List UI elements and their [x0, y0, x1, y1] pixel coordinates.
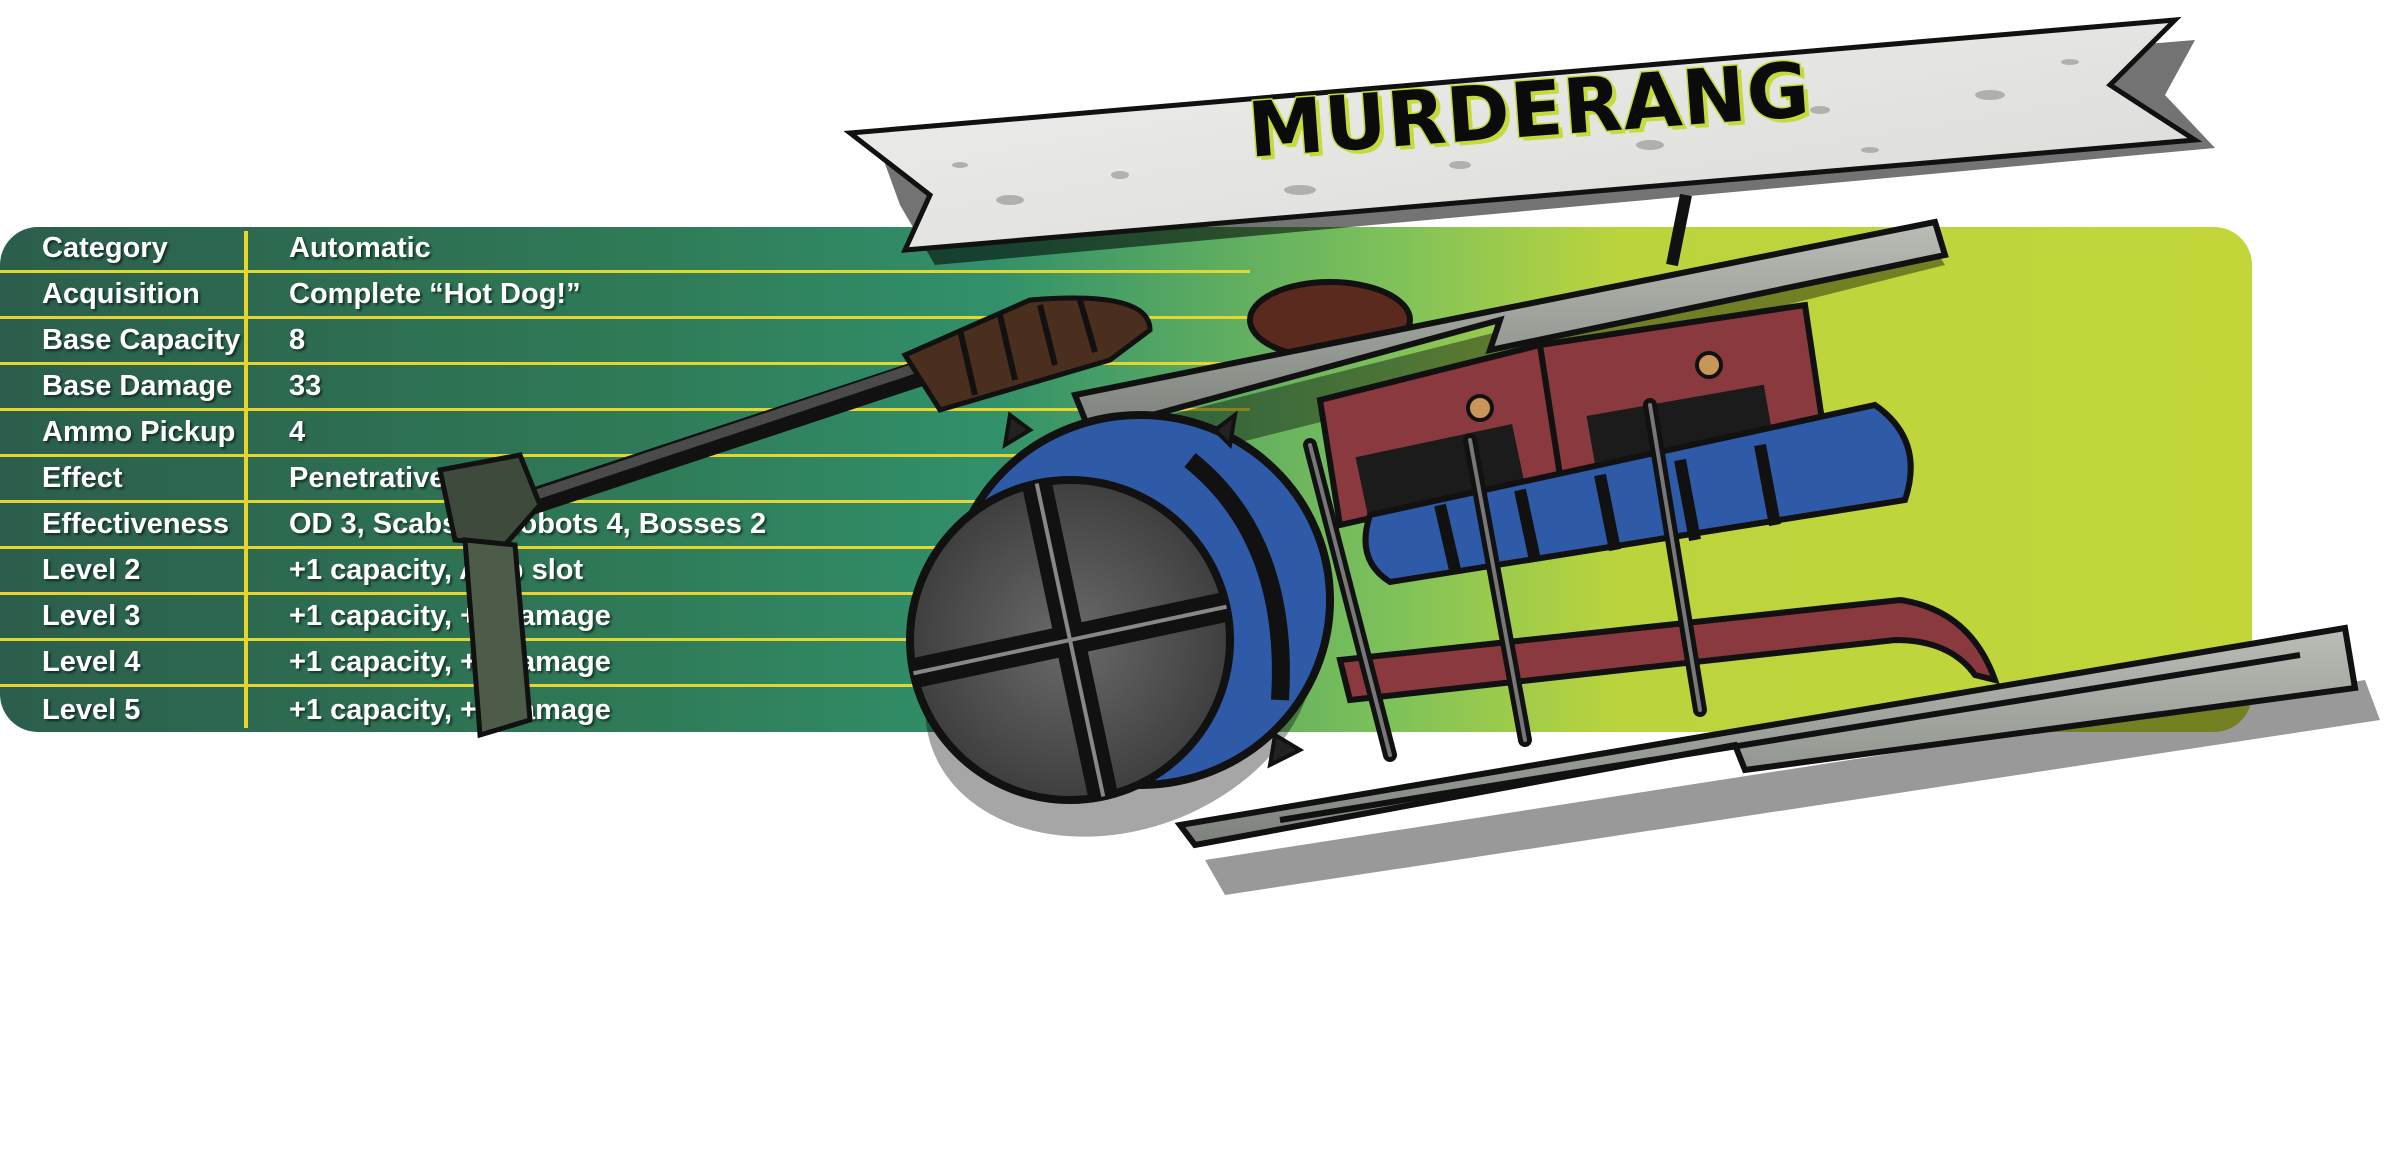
stat-value: +1 capacity, +5 damage: [289, 600, 611, 632]
stat-value: 33: [289, 370, 322, 402]
stat-label: Ammo Pickup: [42, 416, 236, 448]
stat-label: Level 4: [42, 646, 141, 678]
stat-row-effect: Effect Penetrative: [0, 457, 1250, 503]
stat-row-level-5: Level 5 +1 capacity, +6 damage: [0, 687, 1250, 732]
stat-value: Penetrative: [289, 462, 446, 494]
stat-label: Acquisition: [42, 278, 200, 310]
stat-label: Base Capacity: [42, 324, 241, 356]
stat-label: Category: [42, 232, 168, 264]
stat-row-level-4: Level 4 +1 capacity, +6 damage: [0, 641, 1250, 687]
stat-row-level-2: Level 2 +1 capacity, Amp slot: [0, 549, 1250, 595]
stat-row-base-damage: Base Damage 33: [0, 365, 1250, 411]
stat-row-level-3: Level 3 +1 capacity, +5 damage: [0, 595, 1250, 641]
stat-value: +1 capacity, +6 damage: [289, 646, 611, 678]
stat-value: OD 3, Scabs 2, Robots 4, Bosses 2: [289, 508, 767, 540]
stat-label: Base Damage: [42, 370, 233, 402]
stats-table: Category Automatic Acquisition Complete …: [0, 227, 1250, 732]
stat-row-acquisition: Acquisition Complete “Hot Dog!”: [0, 273, 1250, 319]
stat-label: Level 2: [42, 554, 141, 586]
stat-row-effectiveness: Effectiveness OD 3, Scabs 2, Robots 4, B…: [0, 503, 1250, 549]
stat-row-category: Category Automatic: [0, 227, 1250, 273]
stat-value: Complete “Hot Dog!”: [289, 278, 581, 310]
stat-value: 8: [289, 324, 306, 356]
stat-value: Automatic: [289, 232, 431, 264]
stat-label: Level 5: [42, 693, 141, 726]
stat-value: 4: [289, 416, 306, 448]
stat-value: +1 capacity, +6 damage: [289, 693, 611, 726]
stat-row-base-capacity: Base Capacity 8: [0, 319, 1250, 365]
stat-value: +1 capacity, Amp slot: [289, 554, 584, 586]
weapon-title: MURDERANG: [1244, 43, 1815, 176]
column-divider: [244, 231, 248, 728]
stat-label: Effectiveness: [42, 508, 229, 540]
stat-label: Effect: [42, 462, 123, 494]
weapon-stats-panel: Category Automatic Acquisition Complete …: [0, 227, 2252, 732]
stat-row-ammo-pickup: Ammo Pickup 4: [0, 411, 1250, 457]
stat-label: Level 3: [42, 600, 141, 632]
